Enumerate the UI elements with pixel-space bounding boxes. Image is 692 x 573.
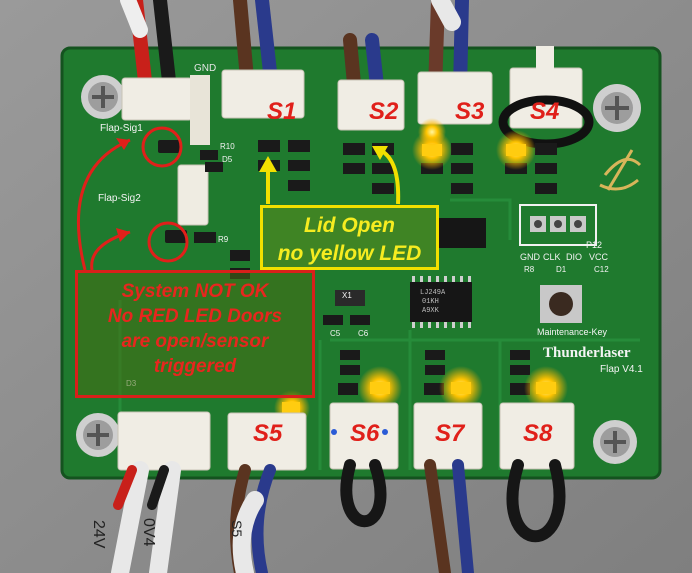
sensor-label-s1: S1 xyxy=(267,98,297,125)
connector-flap-sig2 xyxy=(177,164,209,226)
red-circle-flap-sig2 xyxy=(147,221,189,263)
sensor-label-s2: S2 xyxy=(369,98,399,125)
sys-note-line3: are open/sensor xyxy=(121,331,269,352)
silk-ref-c12: C12 xyxy=(594,265,609,274)
thunderlaser-logo xyxy=(599,149,642,191)
system-status-note: System NOT OK No RED LED Doors are open/… xyxy=(75,270,315,398)
ic-marking-2: 01KH xyxy=(422,298,439,306)
connector-s2 xyxy=(337,79,405,131)
connector-s3 xyxy=(417,71,493,125)
silk-ref-r10: R10 xyxy=(220,142,235,151)
header-pin-dio: DIO xyxy=(566,252,583,262)
silk-ref-r9: R9 xyxy=(218,235,229,244)
header-pin-vcc: VCC xyxy=(589,252,609,262)
ic-marking-1: LJ249A xyxy=(420,289,446,297)
silk-ref-d5: D5 xyxy=(222,155,233,164)
p12-header xyxy=(519,204,597,246)
red-circle-flap-sig1 xyxy=(141,126,183,168)
header-pin-gnd: GND xyxy=(520,252,540,262)
lid-note-line2: no yellow LED xyxy=(277,242,422,265)
version-label: Flap V4.1 xyxy=(600,364,643,375)
sensor-label-s3: S3 xyxy=(455,98,485,125)
lid-note-line1: Lid Open xyxy=(304,214,395,237)
flap-sig2-label: Flap-Sig2 xyxy=(98,193,141,204)
maintenance-button xyxy=(540,285,582,323)
sys-note-line2: No RED LED Doors xyxy=(107,306,283,327)
silk-ref-c5: C5 xyxy=(330,329,341,338)
main-ic xyxy=(410,282,472,322)
ic-marking-3: A9XK xyxy=(422,307,439,315)
screw-hole xyxy=(593,420,637,464)
sensor-label-s8: S8 xyxy=(523,420,553,447)
sensor-label-s6: S6 xyxy=(350,420,380,447)
silk-ref-x1: X1 xyxy=(342,291,352,300)
silk-ref-d1: D1 xyxy=(556,265,567,274)
sys-note-line1: System NOT OK xyxy=(121,281,269,302)
lid-open-note: Lid Open no yellow LED xyxy=(260,205,439,270)
red-arrow-1 xyxy=(77,138,131,271)
screw-hole xyxy=(81,75,125,119)
sensor-label-s7: S7 xyxy=(435,420,465,447)
maintenance-key-label: Maintenance-Key xyxy=(537,327,608,337)
silk-ref-c6: C6 xyxy=(358,329,369,338)
flap-sig1-label: Flap-Sig1 xyxy=(100,123,143,134)
sensor-label-s4: S4 xyxy=(530,98,560,125)
screw-hole xyxy=(593,84,641,132)
connector-s6 xyxy=(329,402,399,470)
led-glow xyxy=(412,118,536,170)
brand-label: Thunderlaser xyxy=(543,345,631,361)
silk-gnd: GND xyxy=(194,63,217,74)
connector-s8 xyxy=(499,402,575,470)
led-glow xyxy=(274,366,568,426)
connector-flap xyxy=(121,75,210,145)
sensor-label-s5: S5 xyxy=(253,420,283,447)
header-name: P12 xyxy=(586,240,603,250)
sys-note-line4: triggered xyxy=(153,356,237,377)
silk-ref-r8: R8 xyxy=(524,265,535,274)
connector-s7 xyxy=(413,402,483,470)
yellow-arrow-s2 xyxy=(378,148,401,205)
screw-hole xyxy=(76,413,120,457)
connector-s1 xyxy=(221,69,305,119)
header-pin-clk: CLK xyxy=(543,252,561,262)
